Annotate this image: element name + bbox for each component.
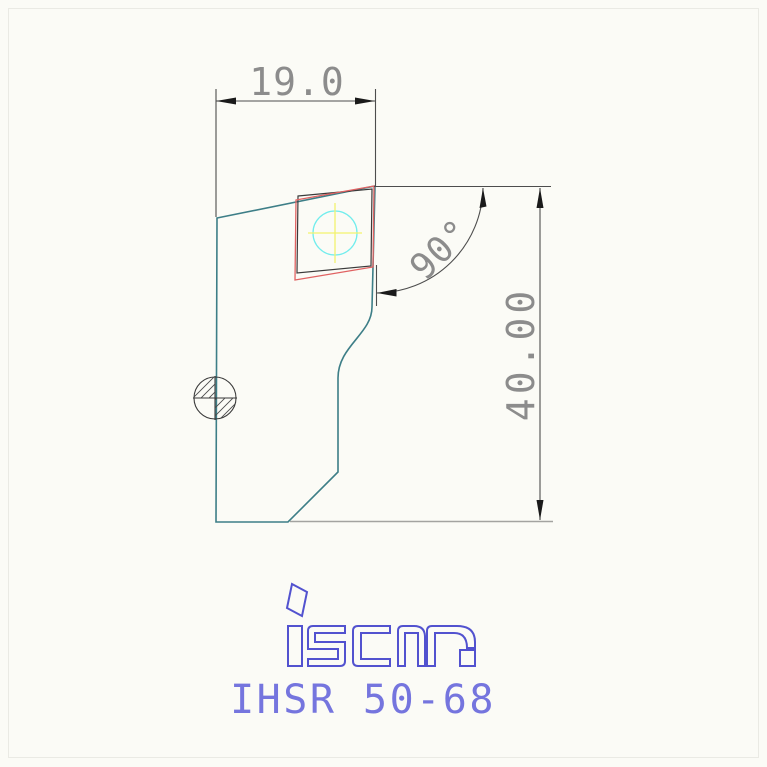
insert-outline xyxy=(294,185,375,281)
angle-arrow-left xyxy=(377,289,397,297)
insert-center-crosshair-icon xyxy=(308,203,362,263)
angle-dimension-label: 90° xyxy=(402,211,479,288)
angle-arrow-top xyxy=(479,188,487,208)
angle-dimension: 90° xyxy=(375,187,487,306)
logo-r-foot xyxy=(459,649,476,667)
logo-c xyxy=(352,625,391,667)
width-arrow-right xyxy=(355,97,375,105)
logo-r xyxy=(426,625,476,667)
sheet-frame xyxy=(8,8,759,758)
height-dimension: 40.00 xyxy=(290,185,553,523)
part-number-label: IHSR 50-68 xyxy=(230,677,496,723)
logo-i-stem xyxy=(287,625,303,667)
cutting-insert xyxy=(294,185,375,281)
height-dimension-label: 40.00 xyxy=(499,287,543,421)
height-arrow-bottom xyxy=(536,500,544,520)
tool-body-outline xyxy=(215,185,376,523)
logo-i-dot xyxy=(285,582,309,618)
logo-s xyxy=(307,625,346,667)
width-dimension: 19.0 xyxy=(215,60,377,217)
iscar-logo xyxy=(285,582,476,667)
width-arrow-left xyxy=(216,97,236,105)
logo-a xyxy=(397,625,426,667)
height-arrow-top xyxy=(536,188,544,208)
angle-arc xyxy=(375,187,484,294)
width-dimension-label: 19.0 xyxy=(249,60,345,104)
